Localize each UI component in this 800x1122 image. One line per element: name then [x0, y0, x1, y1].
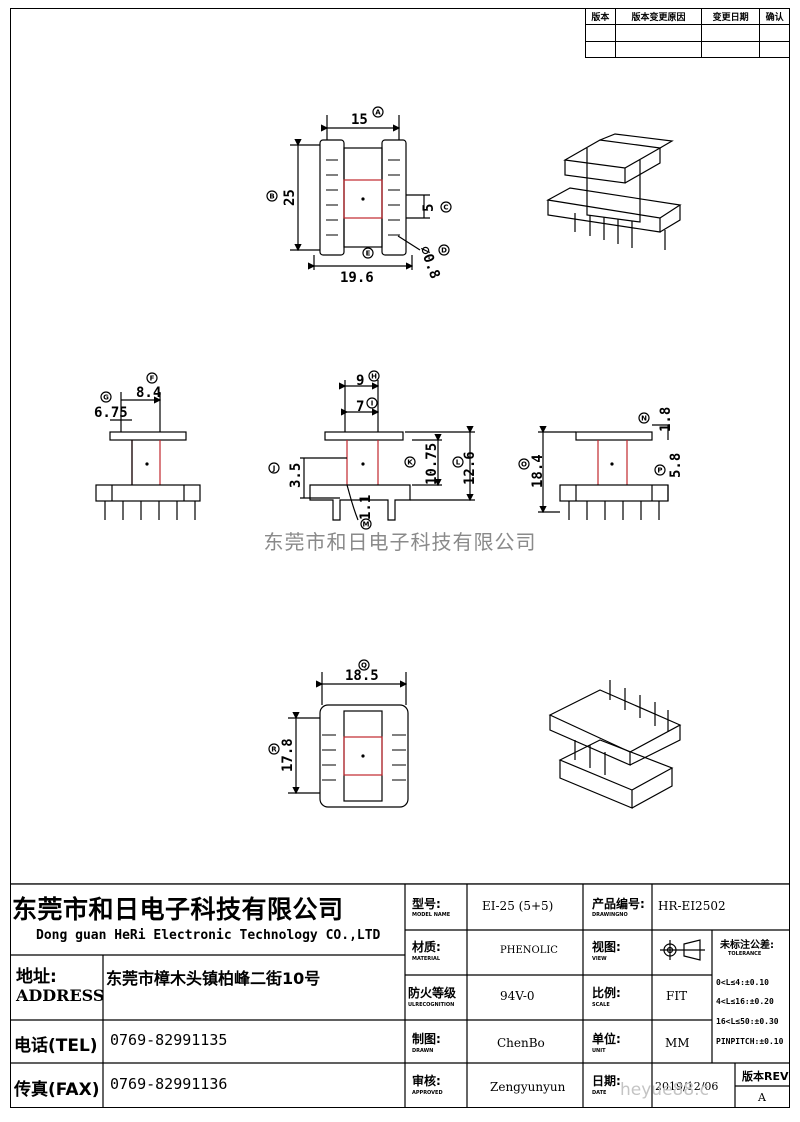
- isometric-view-top: [546, 133, 682, 250]
- dim-top-width: 15: [351, 112, 368, 128]
- ref-m: M: [363, 521, 370, 529]
- ref-f: F: [150, 375, 155, 383]
- corner-watermark: heyue88.c: [620, 1080, 709, 1100]
- drawn-label-cn: 制图:: [412, 1032, 441, 1046]
- unit-value: MM: [665, 1036, 690, 1050]
- model-label-cn: 型号:: [412, 897, 441, 911]
- tolerance-3: 16<L≤50:±0.30: [716, 1017, 779, 1026]
- tolerance-4: PINPITCH:±0.10: [716, 1037, 784, 1046]
- ref-n: N: [641, 415, 647, 423]
- date-label-cn: 日期:: [592, 1074, 621, 1088]
- ref-h: H: [371, 373, 377, 381]
- ref-o: O: [521, 461, 527, 469]
- tolerance-1: 0<L≤4:±0.10: [716, 978, 769, 987]
- right-side-view: [518, 412, 670, 520]
- ref-c: C: [443, 204, 448, 212]
- product-label-en: DRAWINGNO: [592, 912, 628, 918]
- product-label-cn: 产品编号:: [592, 897, 645, 911]
- unit-label-en: UNIT: [592, 1048, 606, 1054]
- date-value: 2019/12/06: [655, 1080, 719, 1093]
- dim-bottom-height: 17.8: [280, 738, 296, 772]
- product-value: HR-EI2502: [658, 899, 726, 913]
- dim-top-slot: 5: [421, 204, 437, 212]
- dim-front-b: 7: [356, 399, 364, 415]
- address-label-en: ADDRESS: [16, 986, 105, 1005]
- dim-right-c: 5.8: [668, 453, 684, 478]
- approved-value: Zengyunyun: [490, 1080, 566, 1094]
- drawing-frame: [10, 8, 790, 1108]
- tel-value: 0769-82991135: [110, 1031, 228, 1049]
- material-label-cn: 材质:: [412, 940, 441, 954]
- scale-label-cn: 比例:: [592, 986, 621, 1000]
- dim-front-e: 12.6: [462, 451, 478, 485]
- ref-r: R: [271, 746, 277, 754]
- dim-left-b: 6.75: [94, 405, 128, 421]
- rev-label: 版本REV: [742, 1070, 789, 1083]
- approved-label-cn: 审核:: [412, 1074, 441, 1088]
- dim-left-a: 8.4: [136, 385, 161, 401]
- isometric-view-bottom: [548, 680, 682, 809]
- ref-q: Q: [361, 662, 367, 670]
- material-value: PHENOLIC: [500, 945, 558, 956]
- dim-front-a: 9: [356, 373, 364, 389]
- company-name-cn: 东莞市和日电子科技有限公司: [12, 895, 344, 924]
- watermark-text: 东莞市和日电子科技有限公司: [263, 530, 537, 554]
- dim-right-b: 18.4: [530, 454, 546, 488]
- ref-k: K: [407, 459, 413, 467]
- dim-top-height: 25: [282, 189, 298, 206]
- model-value: EI-25 (5+5): [482, 899, 554, 913]
- bottom-view: [268, 659, 409, 808]
- dim-front-d: 10.75: [424, 443, 440, 485]
- ref-i: I: [371, 400, 374, 408]
- tolerance-title-cn: 未标注公差:: [720, 940, 774, 951]
- ref-d: D: [441, 247, 447, 255]
- scale-label-en: SCALE: [592, 1002, 610, 1008]
- material-label-en: MATERIAL: [412, 956, 441, 962]
- rev-value: A: [758, 1091, 766, 1104]
- tolerance-2: 4<L≤16:±0.20: [716, 997, 774, 1006]
- fax-value: 0769-82991136: [110, 1075, 228, 1093]
- drawn-label-en: DRAWN: [412, 1048, 434, 1054]
- dim-front-f: 1.1: [358, 495, 374, 520]
- model-label-en: MODEL NAME: [412, 912, 451, 918]
- fire-value: 94V-0: [500, 989, 535, 1003]
- address-value: 东莞市樟木头镇柏峰二街10号: [106, 969, 321, 988]
- ref-l: L: [456, 459, 461, 467]
- approved-label-en: APPROVED: [412, 1090, 443, 1096]
- date-label-en: DATE: [592, 1090, 607, 1096]
- dim-front-c: 3.5: [288, 463, 304, 488]
- technical-drawing: 15 25 5 ⌀0.8 19.6 8.4 6.75 9 7 3.5 10.75…: [10, 106, 790, 884]
- fax-label: 传真(FAX): [14, 1080, 100, 1100]
- company-name-en: Dong guan HeRi Electronic Technology CO.…: [36, 928, 381, 943]
- tolerance-title-en: TOLERANCE: [728, 951, 762, 957]
- dim-top-base: 19.6: [340, 270, 374, 286]
- ref-p: P: [657, 467, 662, 475]
- address-label-cn: 地址:: [16, 967, 57, 987]
- dim-bottom-width: 18.5: [345, 668, 379, 684]
- ref-j: J: [272, 465, 276, 473]
- scale-value: FIT: [666, 989, 688, 1003]
- fire-label-cn: 防火等级: [408, 986, 457, 1000]
- ref-b: B: [269, 193, 274, 201]
- view-label-en: VIEW: [592, 956, 607, 962]
- dim-right-a: 1.8: [658, 407, 674, 432]
- drawn-value: ChenBo: [497, 1036, 545, 1050]
- front-view: [268, 370, 475, 530]
- ref-e: E: [366, 250, 371, 258]
- view-label-cn: 视图:: [592, 940, 621, 954]
- top-view: [266, 106, 452, 270]
- fire-label-en: ULRECOGNITION: [408, 1002, 455, 1008]
- tel-label: 电话(TEL): [14, 1036, 98, 1056]
- ref-g: G: [103, 394, 109, 402]
- unit-label-cn: 单位:: [592, 1032, 621, 1046]
- left-side-view: [95, 372, 201, 520]
- revision-table: 版本 版本变更原因 变更日期 确认: [585, 7, 790, 59]
- ref-a: A: [375, 109, 381, 117]
